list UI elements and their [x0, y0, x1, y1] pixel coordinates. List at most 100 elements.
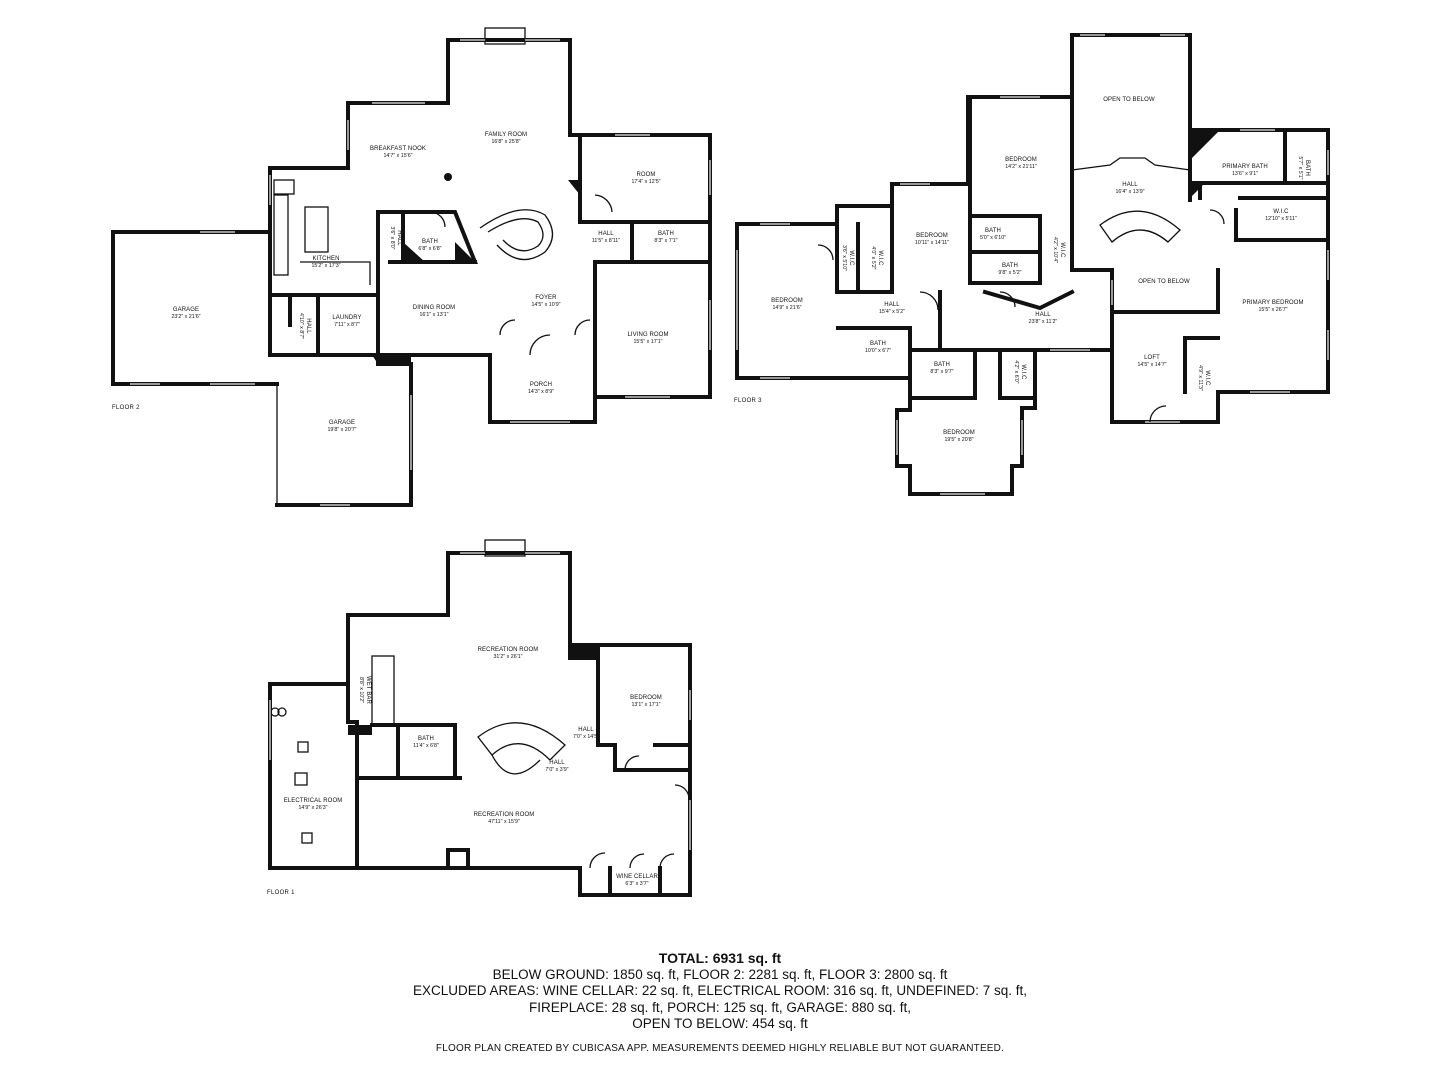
svg-text:14'5" x 14'7": 14'5" x 14'7" [1137, 362, 1166, 368]
summary-line: BELOW GROUND: 1850 sq. ft, FLOOR 2: 2281… [492, 966, 948, 982]
svg-text:16'8" x 25'8": 16'8" x 25'8" [491, 139, 520, 145]
svg-text:BATH: BATH [870, 341, 886, 347]
svg-text:10'11" x 14'11": 10'11" x 14'11" [915, 240, 949, 246]
svg-text:FAMILY ROOM: FAMILY ROOM [485, 132, 527, 138]
room-label-wic-c: W.I.C3'6" x 5'10" [841, 245, 854, 271]
svg-text:7'0" x 14'5": 7'0" x 14'5" [573, 734, 599, 740]
svg-text:BREAKFAST NOOK: BREAKFAST NOOK [370, 146, 426, 152]
svg-text:W.I.C: W.I.C [1204, 370, 1210, 386]
svg-text:14'2" x 21'11": 14'2" x 21'11" [1005, 164, 1037, 170]
svg-text:RECREATION ROOM: RECREATION ROOM [474, 812, 535, 818]
svg-text:47'11" x 15'9": 47'11" x 15'9" [488, 819, 520, 825]
svg-text:BATH: BATH [1304, 160, 1310, 176]
total-area: TOTAL: 6931 sq. ft [658, 950, 782, 966]
svg-text:WET BAR: WET BAR [365, 676, 371, 704]
svg-text:HALL: HALL [549, 760, 565, 766]
svg-text:16'1" x 13'1": 16'1" x 13'1" [419, 312, 448, 318]
svg-text:4'9" x 11'3": 4'9" x 11'3" [1197, 365, 1203, 391]
svg-text:BEDROOM: BEDROOM [771, 298, 803, 304]
disclaimer: FLOOR PLAN CREATED BY CUBICASA APP. MEAS… [435, 1043, 1005, 1054]
svg-text:WINE CELLAR: WINE CELLAR [616, 874, 658, 880]
svg-text:HALL: HALL [884, 302, 900, 308]
svg-text:W.I.C: W.I.C [877, 250, 883, 266]
svg-text:14'5" x 10'9": 14'5" x 10'9" [531, 302, 560, 308]
svg-text:BATH: BATH [422, 239, 438, 245]
svg-text:5'7" x 5'1": 5'7" x 5'1" [1297, 156, 1303, 179]
room-label-wic-f: W.I.C4'9" x 11'3" [1197, 365, 1210, 391]
svg-text:9'8" x 5'2": 9'8" x 5'2" [998, 270, 1021, 276]
svg-text:19'8" x 20'7": 19'8" x 20'7" [327, 427, 356, 433]
svg-text:15'5" x 17'1": 15'5" x 17'1" [633, 339, 662, 345]
svg-text:W.I.C: W.I.C [1273, 209, 1289, 215]
svg-text:RECREATION ROOM: RECREATION ROOM [478, 647, 539, 653]
svg-text:BATH: BATH [934, 362, 950, 368]
svg-text:BATH: BATH [418, 736, 434, 742]
floor-2-plan [111, 27, 712, 507]
svg-text:8'3" x 9'7": 8'3" x 9'7" [930, 369, 953, 375]
svg-text:BATH: BATH [985, 228, 1001, 234]
svg-text:7'11" x 8'7": 7'11" x 8'7" [334, 322, 360, 328]
svg-text:10'0" x 6'7": 10'0" x 6'7" [865, 348, 891, 354]
svg-text:BEDROOM: BEDROOM [630, 695, 662, 701]
svg-text:LIVING ROOM: LIVING ROOM [627, 332, 668, 338]
svg-text:6'3" x 3'7": 6'3" x 3'7" [625, 881, 648, 887]
floor-3-plan [735, 33, 1330, 496]
summary-line: EXCLUDED AREAS: WINE CELLAR: 22 sq. ft, … [413, 983, 1027, 998]
svg-text:13'1" x 17'1": 13'1" x 17'1" [631, 702, 660, 708]
svg-text:PORCH: PORCH [530, 382, 552, 388]
svg-text:12'10" x 5'11": 12'10" x 5'11" [1265, 216, 1297, 222]
svg-text:BEDROOM: BEDROOM [916, 233, 948, 239]
room-label-wic-e: W.I.C4'2" x 6'0" [1013, 360, 1026, 383]
svg-text:GARAGE: GARAGE [329, 420, 355, 426]
svg-text:15'4" x 5'2": 15'4" x 5'2" [879, 309, 905, 315]
svg-text:11'4" x 6'8": 11'4" x 6'8" [413, 743, 439, 749]
floor-1-plan [268, 539, 692, 897]
svg-text:16'4" x 13'9": 16'4" x 13'9" [1115, 189, 1144, 195]
room-label-wic-a: W.I.C4'2" x 10'4" [1052, 237, 1065, 263]
area-summary: TOTAL: 6931 sq. ft BELOW GROUND: 1850 sq… [0, 950, 1440, 1033]
svg-text:W.I.C: W.I.C [1020, 364, 1026, 380]
svg-text:BEDROOM: BEDROOM [1005, 157, 1037, 163]
floor-1-label: FLOOR 1 [267, 890, 295, 896]
svg-text:KITCHEN: KITCHEN [312, 256, 339, 262]
summary-line: OPEN TO BELOW: 454 sq. ft [632, 1016, 808, 1031]
svg-text:HALL: HALL [1035, 312, 1051, 318]
svg-text:8'3" x 7'1": 8'3" x 7'1" [654, 238, 677, 244]
svg-text:14'9" x 21'6": 14'9" x 21'6" [772, 305, 801, 311]
svg-text:ELECTRICAL ROOM: ELECTRICAL ROOM [284, 798, 343, 804]
svg-text:15'5" x 26'7": 15'5" x 26'7" [1258, 307, 1287, 313]
svg-text:4'2" x 6'0": 4'2" x 6'0" [1013, 360, 1019, 383]
svg-text:HALL: HALL [578, 727, 594, 733]
svg-text:19'5" x 20'8": 19'5" x 20'8" [944, 437, 973, 443]
svg-text:HALL: HALL [598, 231, 614, 237]
svg-text:FOYER: FOYER [535, 295, 557, 301]
svg-text:17'4" x 12'5": 17'4" x 12'5" [631, 179, 660, 185]
svg-text:23'8" x 11'2": 23'8" x 11'2" [1029, 319, 1058, 325]
svg-text:LAUNDRY: LAUNDRY [332, 315, 361, 321]
